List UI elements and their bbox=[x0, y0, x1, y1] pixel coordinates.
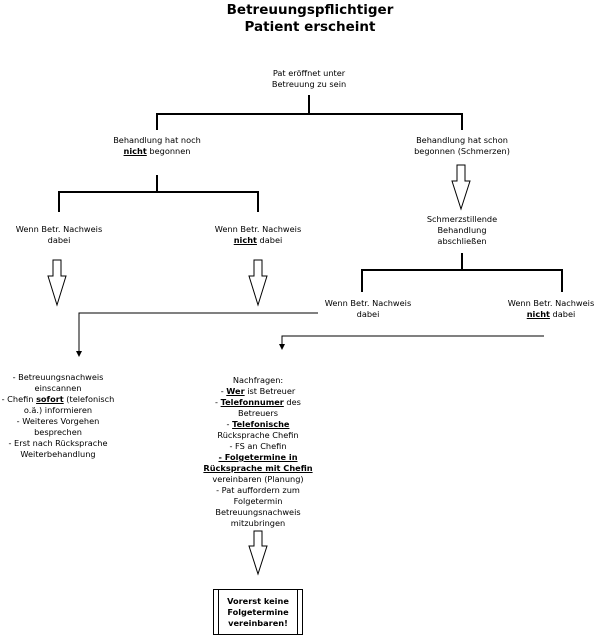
right-proof-present: Wenn Betr. Nachweis dabei bbox=[324, 298, 412, 319]
arrow-down-final bbox=[248, 530, 268, 576]
root-node: Pat eröffnet unter Betreuung zu sein bbox=[271, 68, 347, 89]
final-instruction-box: Vorerst keine Folgetermine vereinbaren! bbox=[213, 589, 303, 635]
arrow-down-left-yes bbox=[47, 259, 67, 307]
pain-treatment-step: Schmerzstillende Behandlung abschließen bbox=[426, 214, 498, 246]
left-proof-present: Wenn Betr. Nachweis dabei bbox=[15, 224, 103, 245]
final-instruction-inner-border bbox=[218, 590, 298, 635]
arrow-down-left-no bbox=[248, 259, 268, 307]
branch-not-started: Behandlung hat noch nicht begonnen bbox=[113, 135, 201, 156]
left-proof-missing: Wenn Betr. Nachweis nicht dabei bbox=[214, 224, 302, 245]
branch-started: Behandlung hat schon begonnen (Schmerzen… bbox=[414, 135, 510, 156]
right-proof-missing: Wenn Betr. Nachweis nicht dabei bbox=[507, 298, 595, 319]
arrow-down-right bbox=[451, 164, 471, 211]
actions-proof-missing: Nachfragen: - Wer ist Betreuer - Telefon… bbox=[203, 375, 313, 528]
actions-proof-present: - Betreuungsnachweis einscannen - Chefin… bbox=[1, 372, 115, 459]
diagram-title: Betreuungspflichtiger Patient erscheint bbox=[226, 2, 394, 35]
final-instruction-text: Vorerst keine Folgetermine vereinbaren! bbox=[227, 596, 289, 628]
